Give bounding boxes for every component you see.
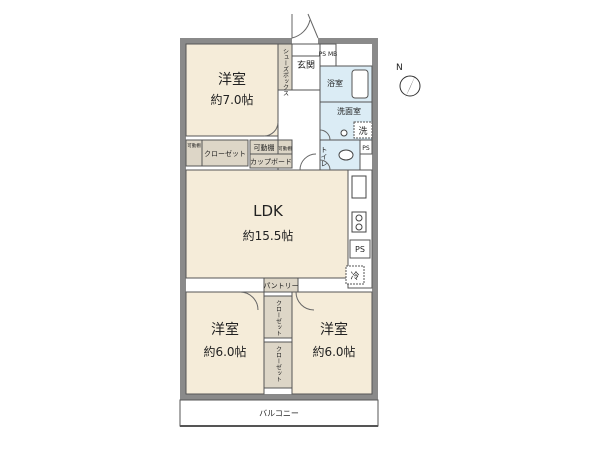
door-entry-2 [307, 13, 319, 39]
shoe-box-label: シューズボックス [282, 48, 289, 96]
kitchen-sink [351, 175, 367, 199]
washer-space [353, 121, 373, 139]
pantry [263, 277, 299, 293]
compass-needle [405, 74, 416, 98]
room-labels: 洋室 約7.0帖 LDK 約15.5帖 洋室 約6.0帖 洋室 約6.0帖 玄関… [203, 59, 361, 359]
door-sw [239, 291, 259, 311]
outer-walls [180, 38, 378, 416]
movable-shelf-label: 可動棚 [254, 143, 275, 152]
room-name-sw: 洋室 [211, 321, 239, 338]
movable-shelf-small-2-label: 可動棚 [278, 145, 292, 152]
balcony-label: バルコニー [259, 409, 299, 418]
storage [185, 43, 373, 389]
burner [355, 214, 363, 222]
ps-label: PS [362, 145, 370, 152]
washroom-label: 洗面室 [337, 106, 361, 116]
toilet-label: トイレ [320, 146, 328, 167]
door-entry-1 [291, 14, 311, 39]
wall [180, 394, 378, 400]
burner [355, 223, 363, 231]
cupboard-label: カップボード [250, 158, 292, 166]
ldk-room [185, 169, 349, 279]
basin [340, 129, 348, 137]
door-se [295, 291, 315, 311]
room-size-sw: 約6.0帖 [203, 344, 246, 359]
compass: N [396, 63, 421, 98]
closet-w2-label: クローゼット [275, 346, 282, 382]
balcony-floor [179, 399, 379, 427]
movable-shelf-small-label: 可動棚 [187, 142, 201, 149]
ps-mb-label: PS MB [319, 51, 338, 58]
ps-box [359, 139, 373, 155]
door-nw [263, 121, 279, 137]
bathtub [351, 69, 369, 99]
bath-label: 浴室 [327, 78, 343, 88]
western-room-sw [185, 291, 265, 395]
western-room-se [291, 291, 373, 395]
closet-nw [201, 139, 249, 167]
room-size-nw: 約7.0帖 [210, 92, 253, 107]
fridge-space [345, 265, 365, 285]
wall [372, 38, 378, 416]
closet-w2 [263, 341, 293, 389]
ps-mb-box [319, 43, 337, 67]
room-name-se: 洋室 [320, 321, 348, 338]
ps-kitchen [349, 239, 371, 259]
toilet-bowl [338, 149, 354, 161]
closet-w1-label: クローゼット [275, 300, 282, 336]
western-room-nw [185, 43, 279, 137]
fixture-labels: シューズボックス PS MB PS PS 洗 冷 クローゼット 可動棚 可動棚 … [187, 48, 370, 418]
door-ldk [299, 153, 317, 171]
room-name-nw: 洋室 [218, 71, 246, 88]
ps-kitchen-label: PS [355, 245, 365, 254]
compass-label: N [396, 63, 403, 73]
balcony [179, 399, 379, 427]
room-size-ldk: 約15.5帖 [243, 228, 294, 243]
shoe-box [277, 43, 293, 91]
wall [180, 38, 186, 416]
cupboard [249, 153, 293, 169]
pantry-label: パントリー [263, 282, 298, 290]
door-toilet [319, 159, 331, 171]
genkan-area [291, 55, 321, 91]
movable-shelf-small [185, 139, 203, 167]
fixtures [338, 69, 373, 285]
fridge-label: 冷 [350, 270, 359, 282]
genkan-label: 玄関 [297, 59, 315, 71]
door-wash [319, 129, 331, 141]
compass-ring [399, 75, 421, 97]
closet-w1 [263, 295, 293, 339]
washer-label: 洗 [358, 125, 367, 137]
room-size-se: 約6.0帖 [312, 344, 355, 359]
doors [239, 13, 331, 311]
closet-nw-label: クローゼット [204, 149, 246, 158]
room-name-ldk: LDK [253, 202, 284, 220]
wall [318, 38, 376, 44]
wall [180, 38, 292, 44]
